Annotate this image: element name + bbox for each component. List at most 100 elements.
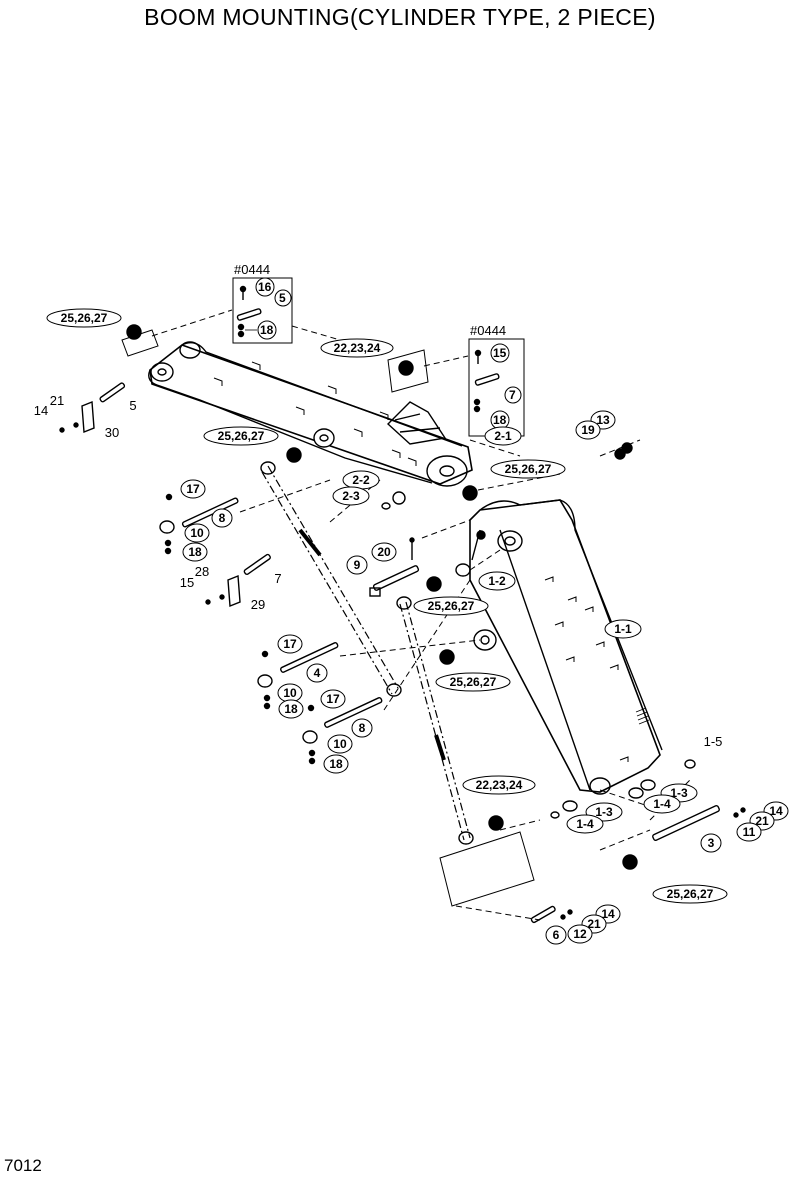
change-box-item: 18 [493,413,507,427]
change-box-code: #0444 [470,323,506,338]
callout-text: 2-2 [352,473,370,487]
change-box-code: #0444 [234,262,270,277]
callout-text: 25,26,27 [61,311,108,325]
label-25-26-27-d: 25,26,27 [413,596,489,616]
change-box-item: 7 [509,388,516,402]
label-21-a: 21 [749,811,775,831]
label-17-a: 17 [180,479,206,499]
callout-text: 22,23,24 [476,778,523,792]
callout-text: 21 [755,814,769,828]
callout-text: 10 [283,686,297,700]
label-25-26-27-f: 25,26,27 [652,884,728,904]
label-19: 19 [575,420,601,440]
label-22-23-24-a: 22,23,24 [320,338,394,358]
callout-text: 11 [743,825,756,839]
label-25-26-27-a: 25,26,27 [46,308,122,328]
callout-text: 25,26,27 [450,675,497,689]
change-box-item: 5 [279,291,286,305]
boom-plate-marking [635,707,650,725]
callout-text: 14 [601,907,615,921]
label-2-2: 2-2 [342,470,380,490]
callout-text: 3 [708,836,715,850]
callout-text: 2-1 [494,429,512,443]
label-18-a: 18 [182,542,208,562]
callout-text: 1-3 [670,786,688,800]
label-1-5: 1-5 [704,734,723,749]
label-1-2: 1-2 [478,571,516,591]
callout-text: 1-1 [614,622,632,636]
label-21-c: 21 [50,393,64,408]
shim-plates [121,329,535,907]
callout-text: 19 [581,423,595,437]
boom-cylinder-right [396,596,474,845]
callout-text: 21 [587,917,601,931]
callout-text: 17 [326,692,340,706]
callout-text: 8 [359,721,366,735]
label-9: 9 [346,555,368,575]
callout-text: 10 [190,526,204,540]
callout-text: 18 [284,702,298,716]
dust-seal-icon [126,324,638,870]
label-20: 20 [371,542,397,562]
label-6: 6 [545,925,567,945]
label-8-a: 8 [211,508,233,528]
label-3: 3 [700,833,722,853]
label-8-b: 8 [351,718,373,738]
label-17-b: 17 [277,634,303,654]
label-11: 11 [736,822,762,842]
change-box-item: 18 [260,323,274,337]
callout-text: 1-4 [576,817,594,831]
callout-text: 17 [283,637,297,651]
label-10-c: 10 [327,734,353,754]
callout-text: 10 [333,737,347,751]
callout-text: 17 [186,482,200,496]
callout-text: 25,26,27 [428,599,475,613]
page-title: BOOM MOUNTING(CYLINDER TYPE, 2 PIECE) [144,4,656,30]
callout-text: 9 [354,558,361,572]
callout-text: 25,26,27 [218,429,265,443]
callout-text: 25,26,27 [667,887,714,901]
callout-text: 14 [769,804,783,818]
label-25-26-27-e: 25,26,27 [435,672,511,692]
label-18-c: 18 [323,754,349,774]
callout-text: 13 [596,413,610,427]
bolt-icon [59,422,746,920]
callout-text: 4 [314,666,321,680]
label-1-1: 1-1 [604,619,642,639]
pin-icon [474,373,500,386]
label-25-26-27-c: 25,26,27 [490,459,566,479]
weld-bosses [544,576,629,762]
label-28: 28 [195,564,209,579]
label-30: 30 [105,425,119,440]
callout-text: 6 [553,928,560,942]
boom-cylinder-left [260,461,402,697]
label-29: 29 [251,597,265,612]
callout-text: 1-2 [488,574,506,588]
label-10-a: 10 [184,523,210,543]
label-5-c: 5 [129,398,136,413]
callout-text: 22,23,24 [334,341,381,355]
callout-text: 1-4 [653,797,671,811]
label-2-3: 2-3 [332,486,370,506]
label-1-4-a: 1-4 [643,794,681,814]
weld-bosses [213,361,417,466]
label-2-1: 2-1 [484,426,522,446]
callout-text: 2-3 [342,489,360,503]
label-22-23-24-b: 22,23,24 [462,775,536,795]
label-17-c: 17 [320,689,346,709]
label-4: 4 [306,663,328,683]
callout-text: 18 [329,757,343,771]
callout-text: 18 [188,545,202,559]
label-15: 15 [180,575,194,590]
label-7-c: 7 [274,571,281,586]
upper-boom [148,341,473,487]
callout-text: 8 [219,511,226,525]
pin-icon [236,308,262,321]
callout-text: 12 [573,927,587,941]
label-18-b: 18 [278,699,304,719]
change-box-0444-a: #0444 16 5 18 [232,262,293,344]
label-10-b: 10 [277,683,303,703]
bolt-icon [474,349,482,364]
